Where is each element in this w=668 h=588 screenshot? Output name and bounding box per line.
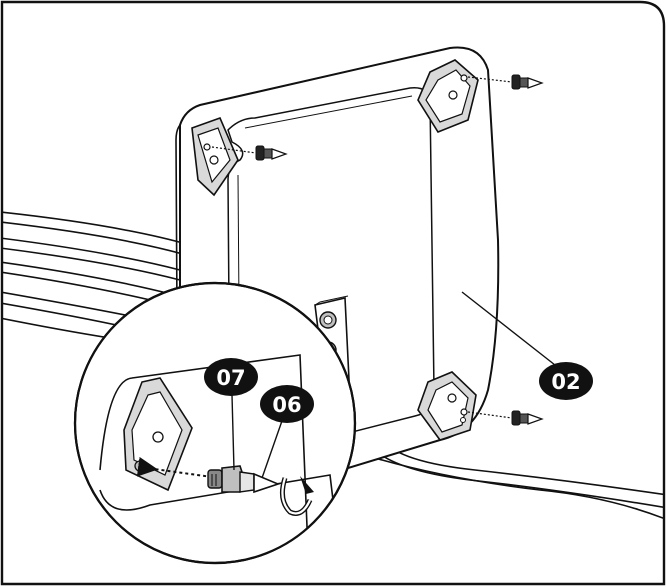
spike-foot-bottom-right (467, 410, 544, 426)
callout-06: 06 (260, 385, 314, 423)
callout-06-label: 06 (272, 393, 301, 417)
dotted-arrow-icon (136, 456, 213, 478)
spike-foot-top-right (467, 74, 544, 90)
leader-02 (461, 291, 556, 366)
rotate-clockwise-icon (279, 476, 314, 516)
callout-07: 07 (204, 358, 258, 396)
spike-foot-zoom (207, 465, 281, 494)
callout-07-label: 07 (216, 366, 245, 390)
zoom-detail (73, 281, 357, 565)
foot-pad-top-right (417, 59, 479, 133)
callout-02: 02 (539, 362, 593, 400)
leader-06 (261, 417, 284, 479)
spike-foot-top-left (211, 145, 288, 161)
bracket-screw-1 (319, 311, 337, 329)
rear-rails (2, 211, 191, 339)
foot-pad-bottom-right (417, 371, 477, 441)
leader-07 (231, 394, 235, 471)
foot-pad-top-left (191, 116, 239, 197)
callout-02-label: 02 (551, 370, 580, 394)
